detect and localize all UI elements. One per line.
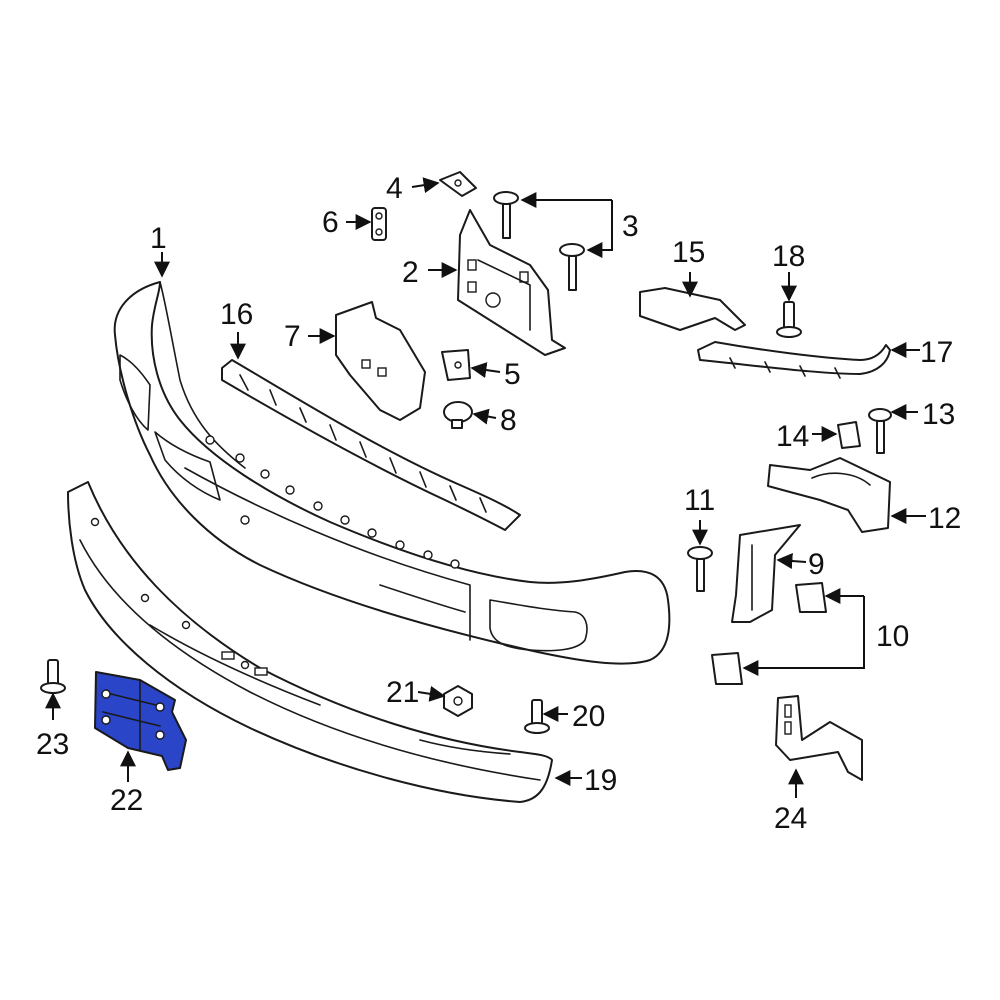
callout-4: 4 [386, 172, 403, 205]
mounting-bracket-part-2[interactable] [457, 209, 566, 356]
callout-3: 3 [622, 210, 639, 243]
lower-valance-part-19[interactable] [67, 481, 553, 803]
bracket-part-24[interactable] [775, 695, 863, 781]
brace-part-9[interactable] [731, 524, 801, 623]
clip-part-10a[interactable] [795, 582, 827, 613]
bolt-part-3a[interactable] [493, 191, 519, 239]
callout-18: 18 [772, 240, 805, 273]
bolt-part-23[interactable] [40, 659, 66, 694]
callout-19: 19 [584, 764, 617, 797]
clip-nut-part-5[interactable] [441, 349, 471, 381]
callout-2: 2 [402, 256, 419, 289]
callout-22: 22 [110, 784, 143, 817]
callout-10: 10 [876, 620, 909, 653]
callout-7: 7 [284, 320, 301, 353]
clip-part-14[interactable] [837, 421, 861, 449]
seal-strip-part-17[interactable] [697, 341, 891, 379]
license-bracket-part-22[interactable] [94, 671, 187, 771]
callout-14: 14 [776, 420, 809, 453]
callout-11: 11 [684, 484, 715, 517]
callout-12: 12 [928, 502, 961, 535]
bolt-part-3b[interactable] [559, 243, 585, 291]
pin-part-18[interactable] [776, 301, 802, 338]
bolt-part-13[interactable] [868, 408, 892, 454]
side-bracket-part-7[interactable] [335, 301, 426, 421]
callout-5: 5 [504, 358, 521, 391]
callout-9: 9 [808, 548, 825, 581]
callout-16: 16 [220, 298, 253, 331]
callout-6: 6 [322, 206, 339, 239]
bracket-part-12[interactable] [767, 457, 891, 533]
callout-17: 17 [920, 336, 953, 369]
plate-part-6[interactable] [371, 207, 387, 241]
reinforcement-strip-part-16[interactable] [221, 359, 521, 531]
callout-8: 8 [500, 404, 517, 437]
push-pin-part-8[interactable] [443, 401, 473, 429]
callout-23: 23 [36, 728, 69, 761]
bolt-part-11[interactable] [687, 546, 713, 592]
callout-15: 15 [672, 236, 705, 269]
callout-24: 24 [774, 802, 807, 835]
callout-labels: 1 2 3 4 5 6 7 8 9 10 11 12 13 14 15 16 1… [36, 172, 961, 835]
clip-part-10b[interactable] [711, 652, 743, 685]
stud-part-20[interactable] [524, 699, 550, 734]
callout-1: 1 [150, 222, 167, 255]
bumper-cover-part-1[interactable] [113, 281, 671, 665]
callout-20: 20 [572, 700, 605, 733]
nut-part-21[interactable] [443, 685, 473, 717]
callout-21: 21 [386, 676, 419, 709]
bracket-part-15[interactable] [639, 287, 746, 331]
leader-lines [45, 177, 926, 798]
clip-part-4[interactable] [439, 171, 477, 197]
callout-13: 13 [922, 398, 955, 431]
